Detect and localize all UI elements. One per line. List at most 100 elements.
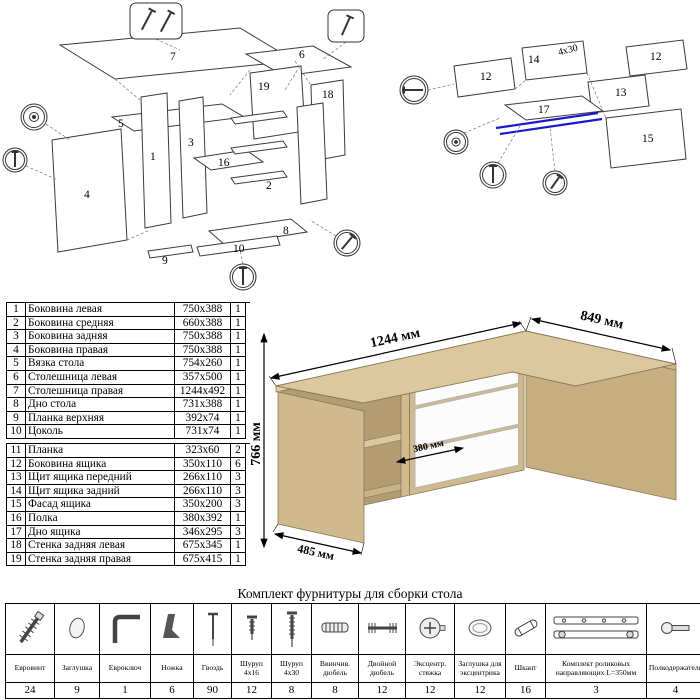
screw-small-icon xyxy=(232,604,271,655)
hardware-column: Ножка 6 xyxy=(151,604,194,698)
part-size-cell: 675x415 xyxy=(175,552,231,567)
part-name-cell: Боковина левая xyxy=(26,303,175,317)
part-name-cell: Фасад ящика xyxy=(26,498,175,512)
cam-lock-icon xyxy=(406,604,454,655)
part-size-cell: 750x388 xyxy=(175,303,231,317)
drawer-exploded-diagram: 12 14 12 13 17 15 4x30 xyxy=(399,39,688,196)
table-row: 2 Боковина средняя 660x388 1 xyxy=(7,316,250,331)
hardware-qty: 12 xyxy=(474,684,486,696)
hardware-name: Ножка xyxy=(151,655,193,683)
hardware-callout-circle xyxy=(336,232,358,254)
part-qty-cell: 1 xyxy=(231,343,246,358)
part-name-cell: Боковина ящика xyxy=(26,457,175,472)
table-row: 3 Боковина задняя 750x388 1 xyxy=(7,330,250,344)
part-name-cell: Дно ящика xyxy=(26,525,175,540)
part-number-cell: 1 xyxy=(7,303,26,317)
drawer-front xyxy=(414,385,519,448)
part-qty-cell: 1 xyxy=(231,316,246,331)
hardware-callout-circle xyxy=(232,266,254,288)
hardware-qty: 12 xyxy=(376,684,388,696)
part-number-cell: 19 xyxy=(7,552,26,567)
part-number-cell: 9 xyxy=(7,411,26,426)
part-qty-cell: 1 xyxy=(231,398,246,412)
part-qty-cell: 1 xyxy=(231,425,246,439)
drawer-rail xyxy=(230,170,288,185)
part-qty-cell: 1 xyxy=(231,357,246,371)
dim-depth-label: 849 мм xyxy=(579,309,625,333)
hardware-column: Шуруп 4x16 12 xyxy=(232,604,272,698)
screw-icon xyxy=(239,267,247,285)
panel-top-left xyxy=(244,45,353,77)
part-size-cell: 754x260 xyxy=(175,357,231,371)
part-qty-cell: 3 xyxy=(231,484,246,499)
hardware-column: Ввинчив. дюбель 8 xyxy=(312,604,359,698)
part-number-cell: 6 xyxy=(7,370,26,385)
hardware-name: Эксцентр. стяжка xyxy=(406,655,454,683)
table-row: 9 Планка верхняя 392x74 1 xyxy=(7,411,250,426)
part-label: 4 xyxy=(84,189,90,201)
hardware-callout-circle xyxy=(545,173,565,193)
hardware-callout-circle xyxy=(402,78,426,102)
part-number-cell: 12 xyxy=(7,457,26,472)
part-number-cell: 10 xyxy=(7,425,26,439)
part-name-cell: Стенка задняя левая xyxy=(26,539,175,553)
table-row: 8 Дно стола 731x388 1 xyxy=(7,398,250,412)
part-label: 16 xyxy=(218,157,230,169)
part-number-cell: 4 xyxy=(7,343,26,358)
hardware-kit-table: Евровинт 24 Заглушка 9 Евроключ 1 Ножка … xyxy=(5,603,700,699)
part-label: 9 xyxy=(162,255,168,267)
foot-icon xyxy=(151,604,193,655)
hardware-qty: 3 xyxy=(593,684,599,696)
screw-size-annotation: 4x30 xyxy=(557,43,579,59)
dim-height-label: 766 мм xyxy=(251,422,264,466)
hardware-qty: 9 xyxy=(74,684,80,696)
part-name-cell: Стенка задняя правая xyxy=(26,552,175,567)
part-qty-cell: 1 xyxy=(231,384,246,399)
hardware-callout-box xyxy=(129,2,183,40)
part-size-cell: 731x388 xyxy=(175,398,231,412)
part-label: 18 xyxy=(322,89,334,101)
extension-ticks xyxy=(268,316,677,556)
panel-back-right xyxy=(249,65,306,140)
part-qty-cell: 1 xyxy=(231,370,246,385)
screw-icon xyxy=(159,9,176,33)
part-size-cell: 1244x492 xyxy=(175,384,231,399)
part-number-cell: 3 xyxy=(7,330,26,344)
hardware-column: Гвоздь 90 xyxy=(194,604,232,698)
part-label: 8 xyxy=(283,225,289,237)
part-name-cell: Дно стола xyxy=(26,398,175,412)
table-row: 11 Планка 323x60 2 xyxy=(7,443,250,458)
part-qty-cell: 3 xyxy=(231,525,246,540)
part-size-cell: 380x392 xyxy=(175,511,231,526)
hardware-name: Евроключ xyxy=(100,655,150,683)
part-name-cell: Столешница левая xyxy=(26,370,175,385)
dim-width-label: 1244 мм xyxy=(369,326,422,352)
dimension-lines xyxy=(260,317,672,555)
part-size-cell: 266x110 xyxy=(175,471,231,485)
table-row: 14 Щит ящика задний 266x110 3 xyxy=(7,484,250,499)
part-qty-cell: 1 xyxy=(231,552,246,567)
shelf-support-icon xyxy=(647,604,700,655)
table-row: 7 Столешница правая 1244x492 1 xyxy=(7,384,250,399)
table-row: 5 Вязка стола 754x260 1 xyxy=(7,357,250,371)
hardware-qty: 8 xyxy=(332,684,338,696)
table-row: 10 Цоколь 731x74 1 xyxy=(7,425,250,439)
part-name-cell: Цоколь xyxy=(26,425,175,439)
part-qty-cell: 1 xyxy=(231,411,246,426)
hardware-name: Комплект роликовых направляющих L=350мм xyxy=(546,655,646,683)
hardware-callout-circle xyxy=(446,132,466,152)
hardware-name: Заглушка для эксцентрика xyxy=(455,655,505,683)
drawer-front xyxy=(414,426,519,489)
table-row: 13 Щит ящика передний 266x110 3 xyxy=(7,471,250,485)
hardware-qty: 90 xyxy=(207,684,218,696)
drawer-slides-icon xyxy=(546,604,646,655)
assembly-guide-lines xyxy=(25,38,347,265)
part-qty-cell: 1 xyxy=(231,511,246,526)
panel-side-left xyxy=(140,92,172,229)
part-size-cell: 323x60 xyxy=(175,443,231,458)
hex-key-icon xyxy=(100,604,150,655)
cam-cap-icon xyxy=(455,604,505,655)
panel-tie xyxy=(110,103,246,132)
part-label: 15 xyxy=(642,133,654,145)
hardware-name: Ввинчив. дюбель xyxy=(312,655,358,683)
